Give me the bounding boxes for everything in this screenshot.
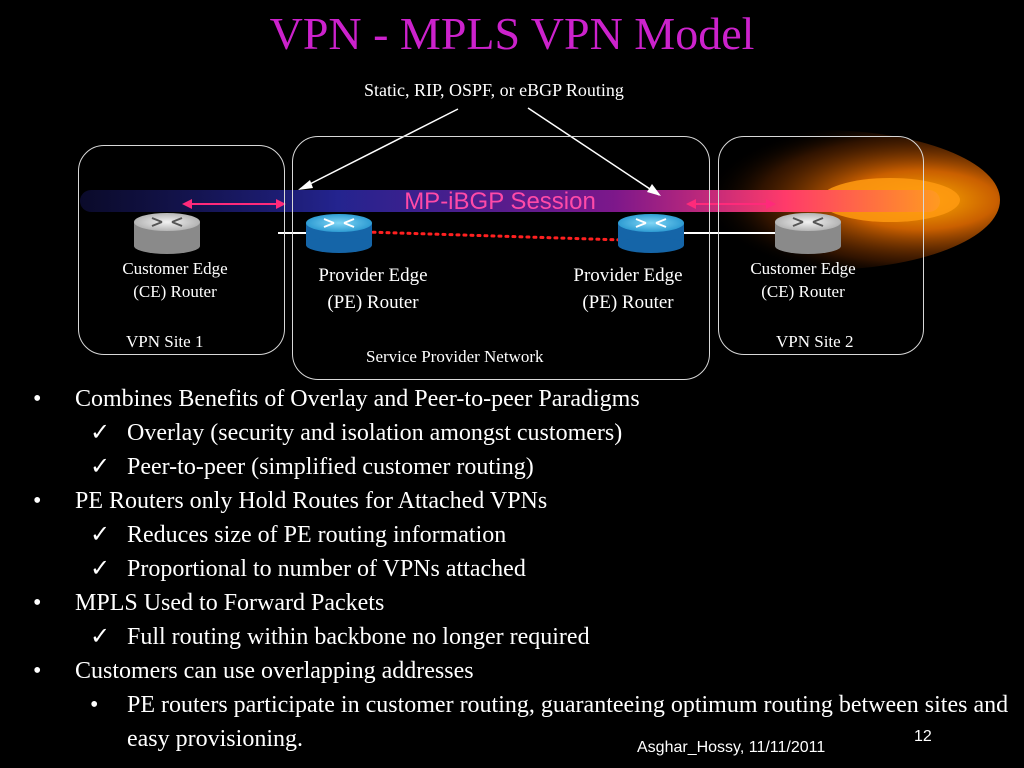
ce1-label: Customer Edge (CE) Router: [95, 257, 255, 303]
sub-bullet-item: ✓ Full routing within backbone no longer …: [28, 620, 1018, 654]
bullet-item: • Combines Benefits of Overlay and Peer-t…: [28, 382, 1018, 416]
routing-arrowhead-left: [298, 180, 313, 190]
sub-bullet-item: ✓ Proportional to number of VPNs attached: [28, 552, 1018, 586]
sub-bullet-item: ✓ Reduces size of PE routing information: [28, 518, 1018, 552]
vpn-site1-box: [78, 145, 285, 355]
checkmark-icon: ✓: [90, 420, 111, 446]
ce2-label-line1: Customer Edge: [750, 259, 856, 278]
checkmark-icon: ✓: [90, 454, 111, 480]
bullet-item: • MPLS Used to Forward Packets: [28, 586, 1018, 620]
bullet-text: Proportional to number of VPNs attached: [127, 556, 526, 582]
pe1-label-line1: Provider Edge: [318, 265, 428, 286]
ce-pe-arrowhead-r1: [686, 199, 696, 209]
checkmark-icon: ✓: [90, 624, 111, 650]
bullet-list: • Combines Benefits of Overlay and Peer-t…: [28, 382, 1018, 756]
vpn-site2-box: [718, 136, 924, 355]
checkmark-icon: ✓: [90, 522, 111, 548]
slide-title: VPN - MPLS VPN Model: [269, 8, 755, 59]
pe2-label-line2: (PE) Router: [582, 292, 674, 313]
footer-author: Asghar_Hossy, 11/11/2011: [637, 739, 826, 756]
bullet-text: PE routers participate in customer routi…: [127, 692, 1009, 752]
bullet-text: PE Routers only Hold Routes for Attached…: [75, 488, 548, 514]
ce-pe-arrowhead-l1: [182, 199, 192, 209]
ce2-router-icon: [775, 213, 841, 254]
bullet-marker: •: [33, 590, 42, 616]
ce-pe-arrowhead-r2: [766, 199, 776, 209]
sub-bullet-item: • PE routers participate in customer rout…: [28, 688, 1018, 756]
ce1-label-line2: (CE) Router: [133, 282, 217, 301]
routing-label: Static, RIP, OSPF, or eBGP Routing: [364, 80, 624, 100]
session-label: MP-iBGP Session: [404, 188, 596, 215]
bullet-marker: •: [33, 658, 42, 684]
sub-bullet-item: ✓ Peer-to-peer (simplified customer routi…: [28, 450, 1018, 484]
bullet-marker: •: [33, 488, 42, 514]
ce1-label-line1: Customer Edge: [122, 259, 228, 278]
pe1-label: Provider Edge (PE) Router: [288, 262, 458, 316]
sub-bullet-item: ✓ Overlay (security and isolation amongst…: [28, 416, 1018, 450]
routing-arrow-right: [527, 107, 660, 196]
bullet-item: • Customers can use overlapping addresses: [28, 654, 1018, 688]
pe1-router-icon: [306, 214, 372, 253]
bullet-marker: •: [33, 386, 42, 412]
bullet-text: Full routing within backbone no longer r…: [127, 624, 590, 650]
vpn-site1-label: VPN Site 1: [126, 332, 204, 351]
ce2-label: Customer Edge (CE) Router: [723, 257, 883, 303]
dotted-session-link: [364, 230, 626, 242]
routing-arrow-left: [299, 108, 459, 190]
bullet-text: Customers can use overlapping addresses: [75, 658, 474, 684]
ce1-router-icon: [134, 213, 200, 254]
bullet-text: MPLS Used to Forward Packets: [75, 590, 385, 616]
pe2-label-line1: Provider Edge: [573, 265, 683, 286]
service-provider-label: Service Provider Network: [366, 347, 544, 366]
pe1-label-line2: (PE) Router: [327, 292, 419, 313]
service-provider-box: [292, 136, 710, 380]
bullet-marker: •: [90, 692, 99, 718]
routing-arrowhead-right: [647, 184, 661, 196]
session-band: [80, 190, 940, 212]
vpn-site2-label: VPN Site 2: [776, 332, 854, 351]
bullet-text: Reduces size of PE routing information: [127, 522, 507, 548]
bullet-text: Combines Benefits of Overlay and Peer-to…: [75, 386, 640, 412]
pe2-label: Provider Edge (PE) Router: [543, 262, 713, 316]
ce-pe-arrowhead-l2: [276, 199, 286, 209]
checkmark-icon: ✓: [90, 556, 111, 582]
bullet-item: • PE Routers only Hold Routes for Attache…: [28, 484, 1018, 518]
bullet-text: Peer-to-peer (simplified customer routin…: [127, 454, 534, 480]
pe2-router-icon: [618, 214, 684, 253]
page-number: 12: [914, 728, 932, 745]
ce2-label-line2: (CE) Router: [761, 282, 845, 301]
bullet-text: Overlay (security and isolation amongst …: [127, 420, 623, 446]
